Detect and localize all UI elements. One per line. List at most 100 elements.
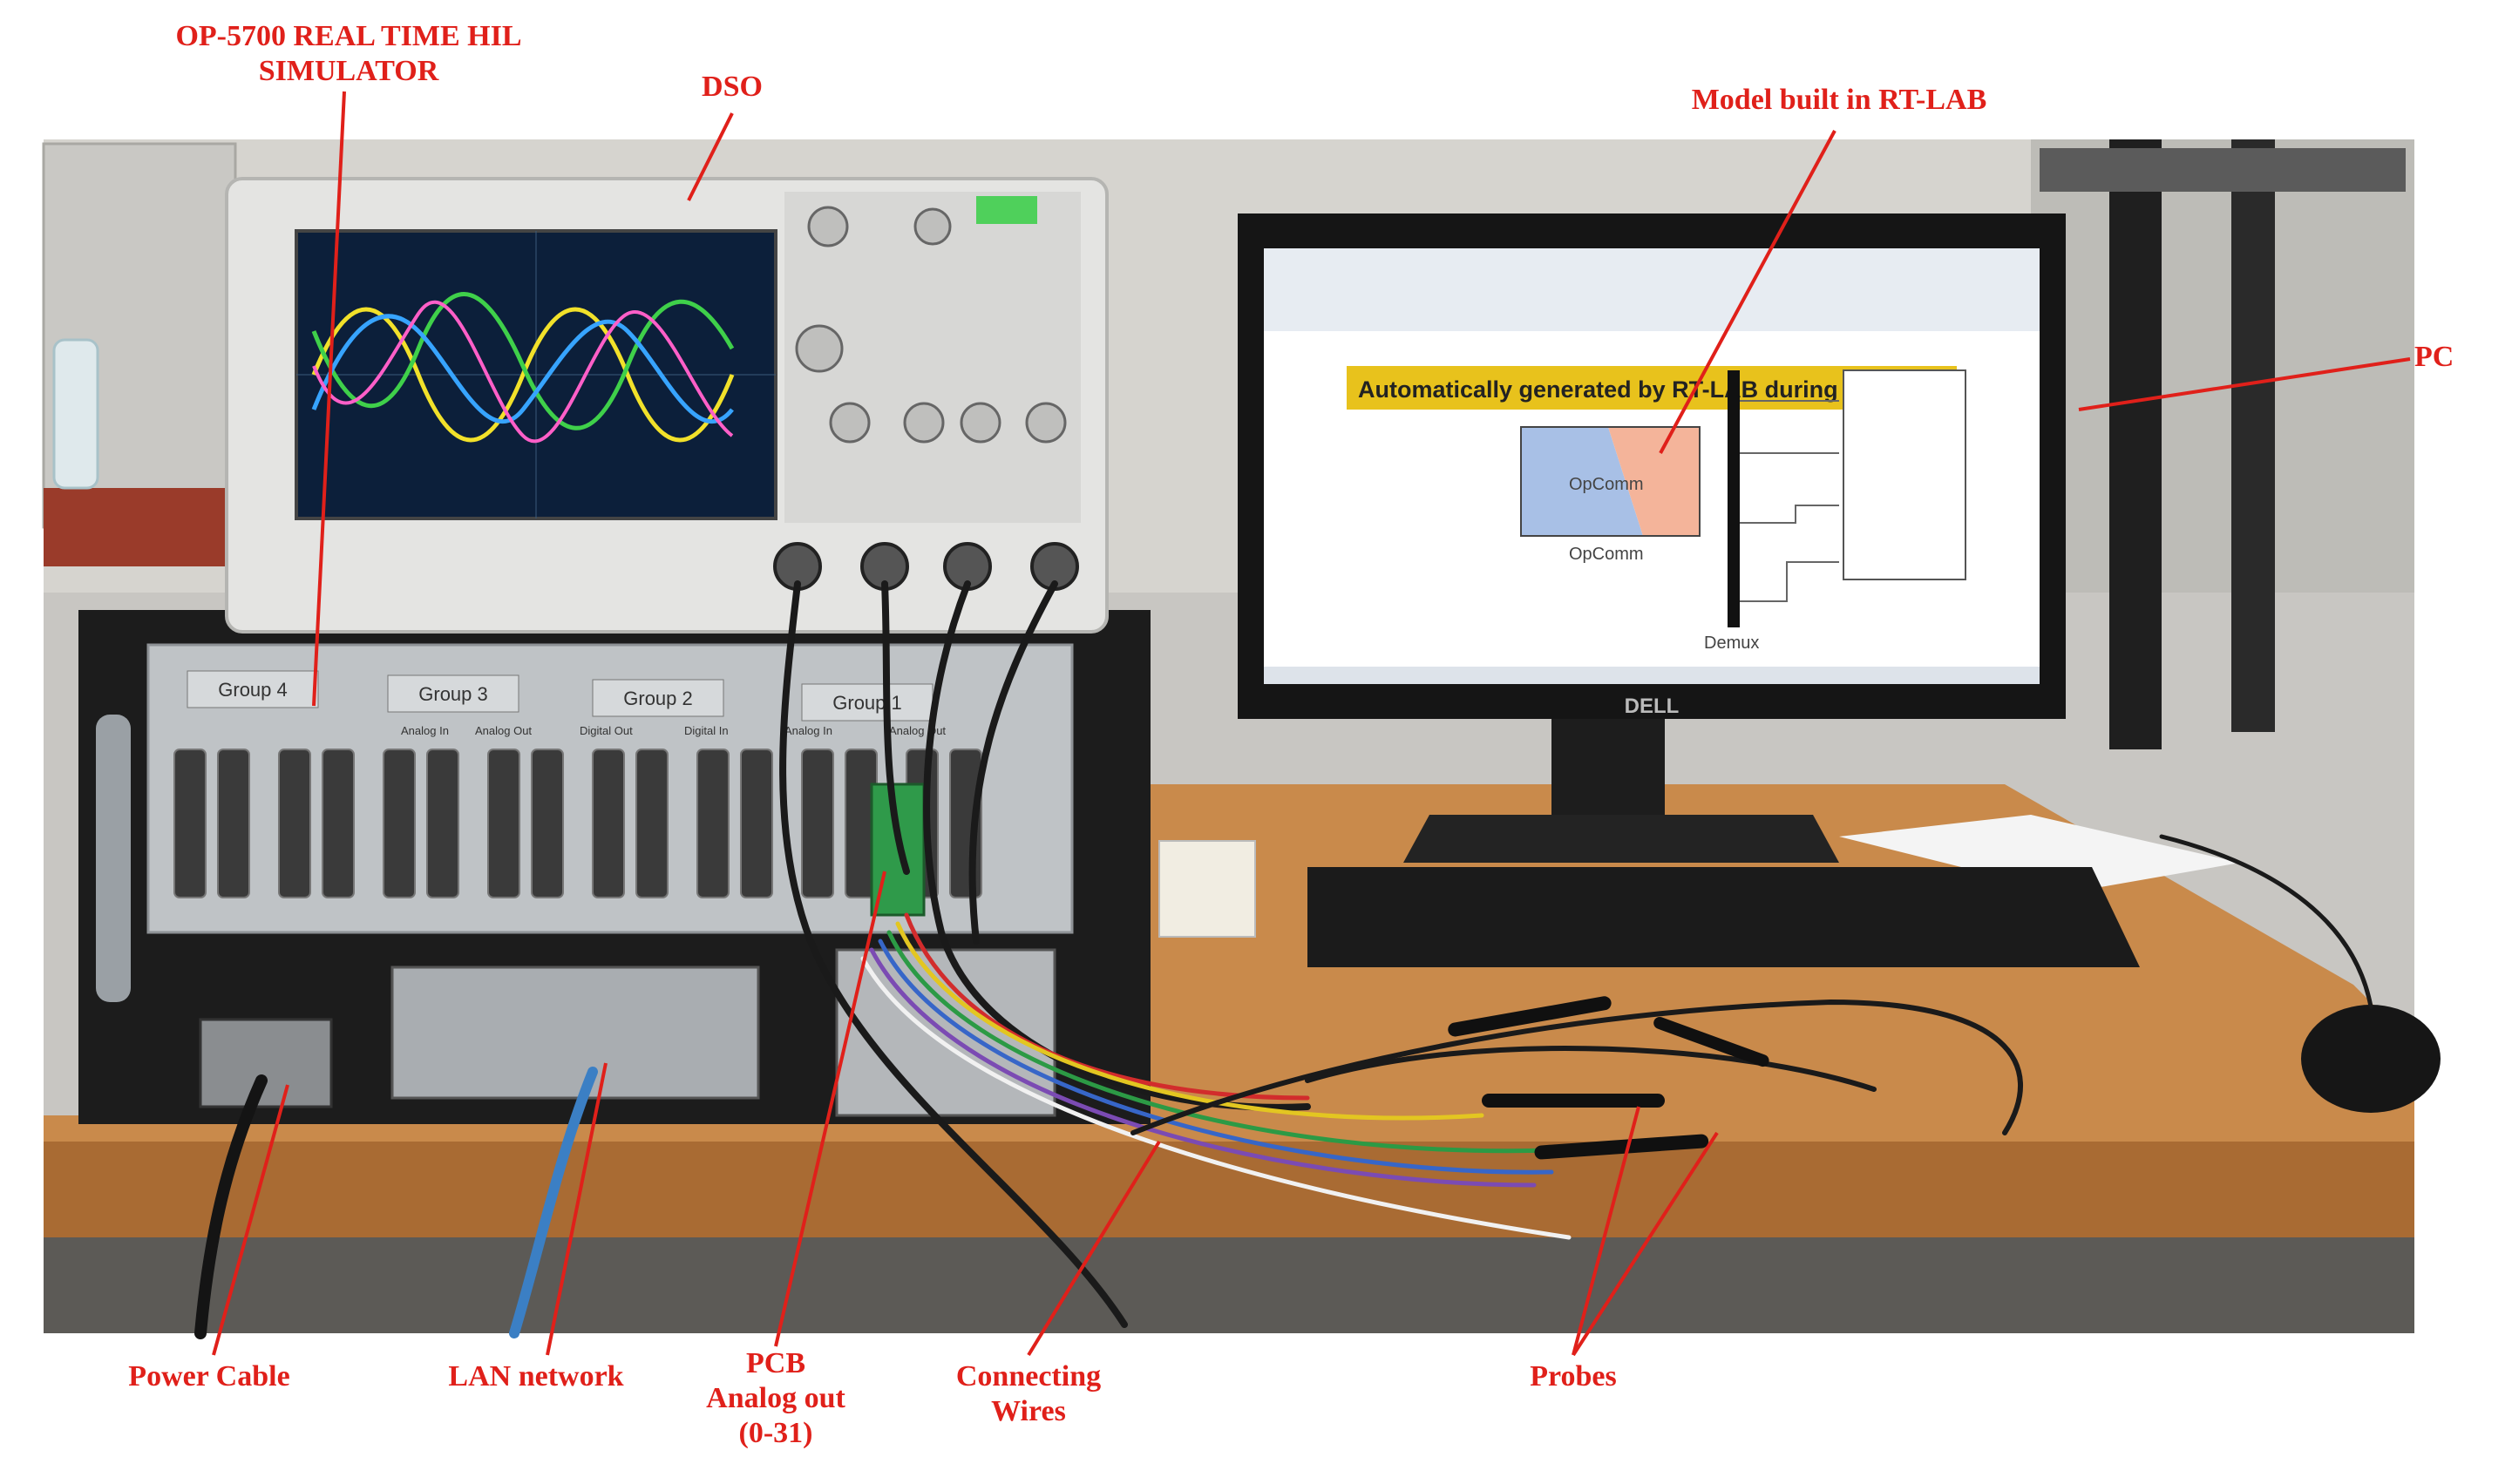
- connector: [801, 749, 834, 898]
- opcomm-block-name: OpComm: [1569, 475, 1644, 494]
- slot-label: Digital Out: [580, 724, 633, 737]
- wire-blue: [878, 939, 1554, 1175]
- scope-lead-2: [881, 580, 910, 875]
- knob: [1025, 402, 1067, 444]
- connector: [426, 749, 459, 898]
- scope-trace-pink: [312, 300, 734, 444]
- d-sub-connectors: [173, 749, 982, 898]
- connector: [217, 749, 250, 898]
- connector: [696, 749, 730, 898]
- probe: [1448, 996, 1612, 1037]
- probe-cable-1: [1130, 999, 2023, 1135]
- knob: [829, 402, 871, 444]
- monitor-neck: [1551, 719, 1665, 815]
- connector: [278, 749, 311, 898]
- wire-purple: [869, 947, 1537, 1188]
- signal-lines: [1740, 400, 1839, 602]
- lan-cable: [509, 1067, 598, 1338]
- group-4-label: Group 4: [218, 679, 288, 701]
- connector: [635, 749, 669, 898]
- simulator-back-io: [390, 966, 760, 1100]
- probes: [1448, 996, 1769, 1160]
- connector: [322, 749, 355, 898]
- opcomm-block-outline: [1520, 426, 1701, 537]
- scope-grid: [296, 231, 776, 518]
- label-model-rtlab: Model built in RT-LAB: [1691, 84, 1987, 116]
- screen-taskbar: [1264, 667, 2040, 684]
- arrow-model: [1659, 130, 1836, 454]
- probe: [1534, 1134, 1709, 1160]
- opcomm-block-caption: OpComm: [1569, 545, 1644, 564]
- knob: [913, 207, 952, 246]
- scope-lead-4: [968, 580, 1058, 945]
- group-3-tag: [387, 674, 519, 713]
- simulator-handle-left: [96, 715, 131, 1002]
- window-bar-2: [2231, 139, 2275, 732]
- mouse-cable: [2159, 834, 2373, 1009]
- label-dso: DSO: [702, 71, 763, 103]
- slot-label: Analog Out: [475, 724, 532, 737]
- under-table-shadow: [44, 1237, 2414, 1333]
- label-op5700: OP-5700 REAL TIME HIL SIMULATOR: [175, 20, 522, 87]
- probe: [1653, 1016, 1769, 1067]
- scope-bnc-inputs: [773, 542, 1079, 591]
- opcomm-block-salmon: [1608, 427, 1700, 536]
- slot-label: Analog In: [401, 724, 449, 737]
- arrow-pcb: [774, 871, 886, 1347]
- screen-banner-text: Automatically generated by RT-LAB during…: [1358, 376, 1872, 403]
- monitor-stand: [1403, 815, 1839, 863]
- paper-sheet: [1839, 815, 2240, 893]
- demux-label: Demux: [1704, 634, 1759, 653]
- scope-lead-3: [923, 580, 1311, 1111]
- knob: [795, 324, 844, 373]
- wire-white: [860, 956, 1572, 1240]
- knob: [903, 402, 945, 444]
- arrow-dso: [687, 112, 734, 201]
- connector: [383, 749, 416, 898]
- window-frame-right: [2031, 139, 2414, 593]
- scope-run-button: [976, 196, 1037, 224]
- slot-label: Analog Out: [889, 724, 946, 737]
- wire-green: [886, 930, 1554, 1154]
- scope-knobs: [795, 206, 1067, 444]
- arrow-wires: [1027, 1140, 1161, 1357]
- knob: [960, 402, 1001, 444]
- power-cable: [194, 1074, 268, 1339]
- label-pc: PC: [2414, 341, 2454, 373]
- opcomm-block-blue: [1521, 427, 1643, 536]
- arrow-probes-2: [1572, 1131, 1719, 1357]
- connector: [487, 749, 520, 898]
- window-bar-1: [2109, 139, 2162, 749]
- label-probes: Probes: [1530, 1360, 1617, 1393]
- slot-label: Digital In: [684, 724, 729, 737]
- cables: [194, 580, 2373, 1339]
- arrow-op5700: [312, 91, 346, 707]
- screen-ribbon: [1264, 248, 2040, 331]
- group-1-label: Group 1: [832, 692, 902, 714]
- table-edge: [44, 1142, 2414, 1237]
- arrow-probes-1: [1572, 1106, 1640, 1356]
- arrow-lan: [546, 1062, 608, 1356]
- connector: [531, 749, 564, 898]
- label-lan-network: LAN network: [448, 1360, 624, 1393]
- connector: [740, 749, 773, 898]
- monitor-brand: DELL: [1625, 695, 1680, 718]
- label-connecting-wires: Connecting Wires: [955, 1360, 1102, 1427]
- group-2-label: Group 2: [623, 688, 693, 709]
- water-bottle: [52, 338, 99, 490]
- connector: [592, 749, 625, 898]
- scope-trace-green: [311, 292, 735, 430]
- simulator-power-inlet: [199, 1018, 333, 1108]
- probe: [1482, 1094, 1665, 1108]
- group-2-tag: [592, 679, 724, 717]
- annotation-arrows: [212, 91, 2411, 1357]
- arrow-pc: [2078, 357, 2411, 411]
- knob: [807, 206, 849, 247]
- label-pcb-analog-out: PCB Analog out (0-31): [706, 1347, 845, 1449]
- breadboard: [1158, 840, 1256, 938]
- window-vent: [2040, 148, 2406, 192]
- group-3-label: Group 3: [418, 683, 488, 705]
- group-4-tag: [187, 670, 319, 708]
- probe-cable-2: [1305, 1046, 1877, 1092]
